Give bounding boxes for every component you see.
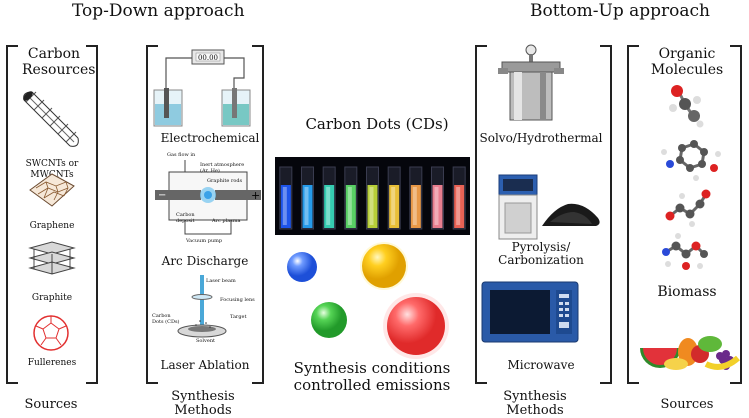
svg-text:+: + bbox=[251, 189, 260, 202]
bracket-sources-right-open bbox=[627, 45, 639, 384]
graphene-label: Graphene bbox=[29, 221, 75, 231]
molecule-2-icon bbox=[661, 140, 721, 181]
bracket-sources-right-close bbox=[730, 45, 742, 384]
molecule-1-icon bbox=[669, 85, 704, 128]
autoclave-icon bbox=[498, 44, 564, 121]
vial-highlight bbox=[391, 187, 396, 225]
vial-liquid bbox=[410, 185, 421, 228]
arc-discharge-icon: − + bbox=[155, 160, 261, 235]
microwave-label: Microwave bbox=[507, 358, 575, 372]
vial-highlight bbox=[347, 187, 352, 225]
yellow-sphere-core bbox=[362, 244, 406, 288]
blue-sphere bbox=[287, 252, 317, 282]
arc-rods-label: Graphite rods bbox=[207, 178, 243, 184]
graphite-icon bbox=[28, 241, 76, 275]
vial-highlight bbox=[282, 187, 287, 225]
meter-display: 00.00 bbox=[197, 54, 219, 62]
furnace-icon bbox=[498, 174, 538, 240]
carbon-dots-title: Carbon Dots (CDs) bbox=[305, 115, 449, 133]
arc-inert-label: Inert atmosphere (Ar, He) bbox=[200, 162, 245, 174]
arc-deposit-label: Carbon deposit bbox=[176, 212, 195, 224]
carbon-resources-title: Carbon Resources bbox=[22, 46, 96, 78]
laser-solvent-label: Solvent bbox=[196, 338, 216, 344]
bracket-methods-right-open bbox=[475, 45, 487, 384]
laser-ablation-label: Laser Ablation bbox=[160, 358, 250, 372]
arc-plasma-label: Arc plasma bbox=[212, 218, 241, 224]
graphene-icon bbox=[29, 173, 75, 207]
biomass-produce-icon bbox=[640, 336, 740, 370]
bracket-methods-left-open bbox=[146, 45, 158, 384]
green-sphere bbox=[311, 302, 347, 338]
vial-highlight bbox=[326, 187, 331, 225]
emission-caption: Synthesis conditions controlled emission… bbox=[293, 359, 451, 394]
emission-spheres bbox=[287, 242, 449, 359]
vial-liquid bbox=[367, 185, 378, 228]
solvothermal-label: Solvo/Hydrothermal bbox=[479, 131, 603, 145]
bracket-sources-left-close bbox=[86, 45, 98, 384]
molecule-3-icon bbox=[665, 189, 711, 227]
biomass-title: Biomass bbox=[657, 284, 717, 300]
laser-target-label: Target bbox=[230, 314, 247, 320]
electrochemical-cell-icon bbox=[153, 49, 251, 127]
laser-beam-label: Laser beam bbox=[206, 278, 236, 284]
vial-highlight bbox=[456, 187, 461, 225]
vial-liquid bbox=[345, 185, 356, 228]
laser-lens-label: Focusing lens bbox=[220, 297, 255, 303]
top-down-header: Top-Down approach bbox=[72, 1, 245, 21]
carbon-powder-icon bbox=[542, 203, 600, 226]
vial-highlight bbox=[369, 187, 374, 225]
organic-molecules-title: Organic Molecules bbox=[650, 46, 724, 78]
vial-liquid bbox=[432, 185, 443, 228]
nanotube-icon bbox=[23, 91, 79, 147]
laser-dots-label: Carbon Dots (CDs) bbox=[152, 313, 180, 325]
fullerenes-label: Fullerenes bbox=[27, 358, 77, 368]
bracket-methods-right-close bbox=[600, 45, 612, 384]
electrochemical-label: Electrochemical bbox=[160, 131, 260, 145]
bottom-up-header: Bottom-Up approach bbox=[530, 1, 710, 21]
vial-liquid bbox=[280, 185, 291, 228]
vial-liquid bbox=[389, 185, 400, 228]
bracket-methods-left-close bbox=[252, 45, 264, 384]
sources-right-label: Sources bbox=[660, 397, 714, 412]
synthesis-methods-left-label: Synthesis Methods bbox=[171, 389, 235, 418]
vial-liquid bbox=[302, 185, 313, 228]
vial-highlight bbox=[304, 187, 309, 225]
sources-left-label: Sources bbox=[24, 397, 78, 412]
synthesis-methods-right-label: Synthesis Methods bbox=[503, 389, 567, 418]
arc-pump-label: Vacuum pump bbox=[186, 238, 223, 244]
red-sphere bbox=[387, 297, 445, 355]
vial-liquid bbox=[454, 185, 465, 228]
graphite-label: Graphite bbox=[31, 293, 73, 303]
arc-discharge-label: Arc Discharge bbox=[161, 254, 249, 268]
microwave-icon bbox=[481, 281, 579, 343]
bracket-sources-left-open bbox=[6, 45, 18, 384]
cd-vials bbox=[279, 166, 466, 230]
svg-text:−: − bbox=[158, 190, 166, 201]
vial-liquid bbox=[324, 185, 335, 228]
molecule-4-icon bbox=[662, 233, 708, 270]
laser-ablation-icon bbox=[177, 275, 227, 338]
vial-highlight bbox=[412, 187, 417, 225]
vial-highlight bbox=[434, 187, 439, 225]
pyrolysis-label: Pyrolysis/ Carbonization bbox=[498, 240, 584, 267]
fullerene-icon bbox=[33, 315, 69, 351]
arc-gas-label: Gas flow in bbox=[167, 152, 196, 158]
